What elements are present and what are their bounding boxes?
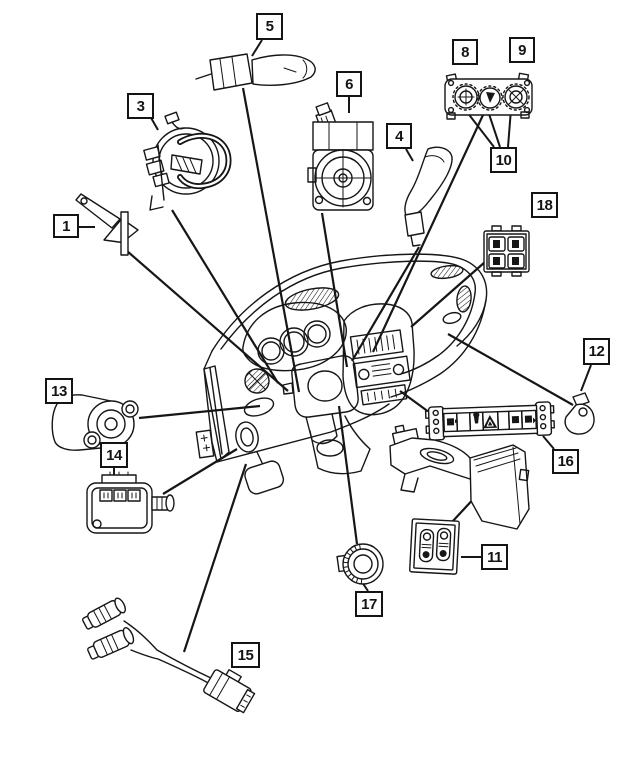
callout-3: 3 (127, 93, 154, 119)
defrost-icon (511, 415, 520, 424)
lamp-dimmer-icon (524, 415, 537, 424)
part-switch-module (86, 471, 175, 534)
hvac-knob-center (477, 85, 503, 111)
callout-8: 8 (452, 39, 478, 65)
leader-lines (69, 39, 592, 653)
fog-lamp-icon (446, 418, 458, 426)
part-clockspring (143, 111, 232, 211)
callout-16: 16 (552, 449, 579, 474)
part-window-switch-panel (409, 518, 460, 575)
hvac-knob-left (452, 83, 480, 111)
callout-12: 12 (583, 338, 610, 365)
part-window-switch-pod (483, 225, 530, 277)
callout-4: 4 (386, 123, 412, 149)
part-switch-blank (564, 392, 595, 435)
part-ignition-switch (307, 102, 374, 211)
console-bracket (389, 424, 530, 530)
part-turn-signal-lever (195, 53, 316, 91)
part-bezel-ring (336, 543, 384, 585)
part-lever-switch (75, 193, 139, 256)
callout-18: 18 (531, 192, 558, 218)
callout-17: 17 (355, 591, 383, 617)
hvac-knob-right (502, 83, 530, 111)
callout-9: 9 (509, 37, 535, 63)
callout-10: 10 (490, 147, 517, 173)
callout-5: 5 (256, 13, 283, 40)
part-wiper-lever (404, 146, 453, 247)
part-wiring-pigtail (81, 597, 256, 714)
part-headlamp-switch (51, 394, 139, 451)
callout-6: 6 (336, 71, 362, 97)
interior-lamp-icon (473, 411, 480, 424)
callout-14: 14 (100, 442, 128, 468)
callout-15: 15 (231, 642, 260, 668)
part-hvac-control (444, 72, 533, 120)
callout-11: 11 (481, 544, 508, 570)
callout-1: 1 (53, 214, 79, 238)
part-switch-bank-strip (424, 401, 555, 441)
hazard-triangle-icon (483, 415, 498, 429)
callout-13: 13 (45, 378, 73, 404)
